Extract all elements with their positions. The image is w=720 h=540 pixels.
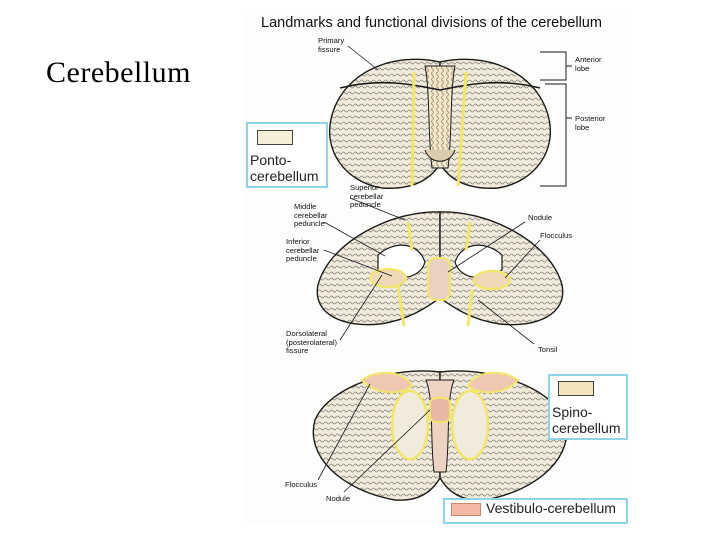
tonsil-right bbox=[452, 391, 488, 459]
label-superior-peduncle: Superior cerebellar peduncle bbox=[350, 184, 383, 210]
label-posterior-lobe: Posterior lobe bbox=[575, 115, 605, 132]
swatch-vestibulocerebellum bbox=[451, 503, 481, 516]
flocculus-right-top bbox=[474, 271, 510, 289]
key-text-pontocerebellum: Ponto- cerebellum bbox=[250, 152, 318, 184]
anterior-view bbox=[317, 212, 562, 326]
superior-view bbox=[330, 59, 551, 188]
nodule-top bbox=[428, 258, 450, 300]
tonsil-left bbox=[392, 391, 428, 459]
label-primary-fissure: Primary fissure bbox=[318, 37, 344, 54]
label-tonsil: Tonsil bbox=[538, 346, 557, 355]
label-middle-peduncle: Middle cerebellar peduncle bbox=[294, 203, 327, 229]
figure-title: Landmarks and functional divisions of th… bbox=[261, 15, 602, 31]
swatch-pontocerebellum bbox=[257, 130, 293, 145]
label-anterior-lobe: Anterior lobe bbox=[575, 56, 602, 73]
label-flocculus-bottom: Flocculus bbox=[285, 481, 317, 490]
label-inferior-peduncle: Inferior cerebellar peduncle bbox=[286, 238, 319, 264]
label-nodule-top: Nodule bbox=[528, 214, 552, 223]
yellow-boundary bbox=[412, 72, 414, 186]
flocculus-left-top bbox=[370, 269, 406, 287]
label-nodule-bottom: Nodule bbox=[326, 495, 350, 504]
swatch-spinocerebellum bbox=[558, 381, 594, 396]
key-text-vestibulocerebellum: Vestibulo-cerebellum bbox=[486, 500, 616, 516]
nodule-bottom bbox=[430, 398, 450, 422]
label-flocculus-top: Flocculus bbox=[540, 232, 572, 241]
inferior-view bbox=[313, 371, 566, 500]
label-dorsolateral-fissure: Dorsolateral (posterolateral) fissure bbox=[286, 330, 337, 356]
key-text-spinocerebellum: Spino- cerebellum bbox=[552, 404, 620, 436]
